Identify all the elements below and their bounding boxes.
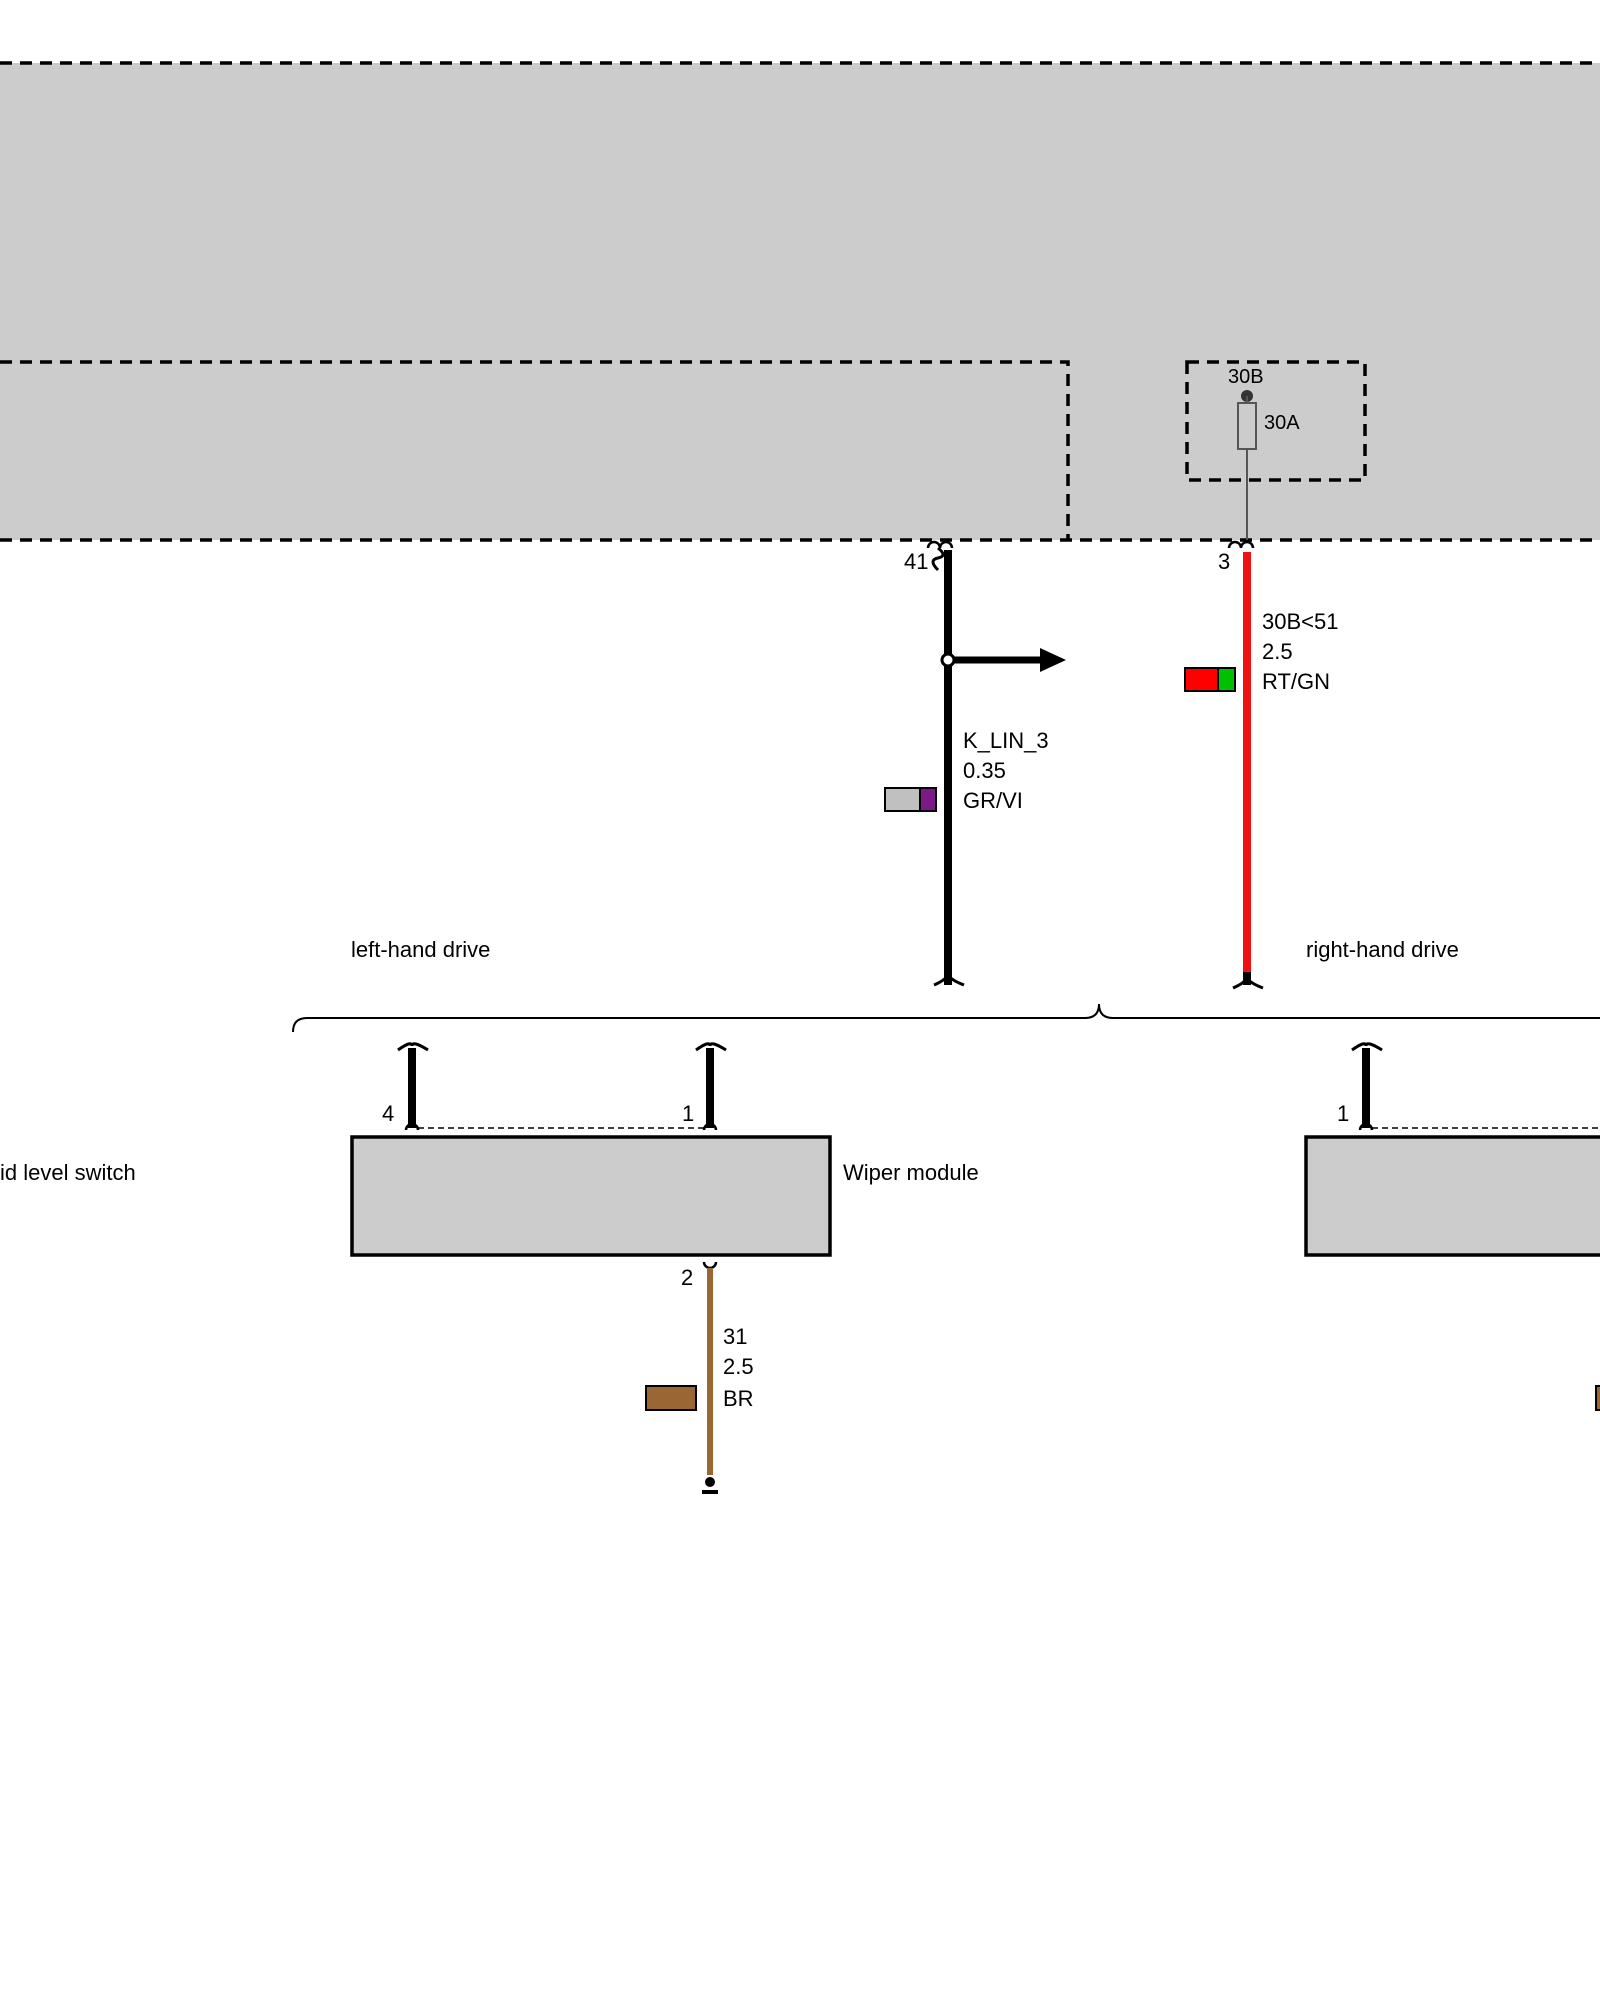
rhd-pin-1-label: 1	[1337, 1101, 1349, 1126]
pin-2-label: 2	[681, 1265, 693, 1290]
ground-signal-label: 31	[723, 1324, 747, 1349]
lin-signal-label: K_LIN_3	[963, 728, 1049, 753]
rhd-module-box	[1304, 1135, 1600, 1257]
lhd-pin-4-label: 4	[382, 1101, 394, 1126]
lhd-pin-1-connector-icon	[702, 1122, 718, 1131]
lin-wire-junction	[940, 652, 956, 668]
pin-3-connector-icon	[1227, 540, 1255, 549]
power-wire-end-icon	[1232, 975, 1264, 990]
pin-41-connector-icon	[931, 546, 945, 572]
rhd-pin-1-connector-icon	[1358, 1122, 1374, 1131]
lhd-pin-4-connector-icon	[404, 1122, 420, 1131]
rhd-pin-1-top-icon	[1351, 1042, 1383, 1052]
inner-submodule-border	[0, 360, 1070, 540]
power-gauge-label: 2.5	[1262, 639, 1293, 664]
ground-color-swatch	[645, 1385, 697, 1411]
wiper-module-label: Wiper module	[843, 1160, 979, 1185]
lhd-pin-1-label: 1	[682, 1101, 694, 1126]
fuse-rating-label: 30A	[1264, 412, 1300, 434]
variant-brace	[292, 1003, 1600, 1033]
power-signal-label: 30B<51	[1262, 609, 1338, 634]
lin-color-label: GR/VI	[963, 788, 1023, 813]
power-color-swatch-1	[1184, 667, 1219, 692]
pin-3-label: 3	[1218, 549, 1230, 574]
wiper-module-box	[350, 1135, 832, 1257]
lhd-pin-4-top-icon	[397, 1042, 429, 1052]
fluid-level-switch-label: id level switch	[0, 1160, 136, 1185]
right-hand-drive-label: right-hand drive	[1306, 937, 1459, 962]
lin-color-swatch-1	[884, 787, 921, 812]
fuse-terminal-label: 30B	[1228, 366, 1264, 388]
left-hand-drive-label: left-hand drive	[351, 937, 490, 962]
control-unit-housing	[0, 63, 1600, 540]
pin-41-connector-top	[926, 540, 954, 549]
lin-gauge-label: 0.35	[963, 758, 1006, 783]
lin-branch-arrow-icon	[1040, 648, 1066, 672]
lhd-pin-1-top-icon	[695, 1042, 727, 1052]
ground-color-label: BR	[723, 1386, 754, 1411]
power-color-swatch-2	[1217, 667, 1236, 692]
lin-color-swatch-2	[919, 787, 937, 812]
pin-2-connector-icon	[702, 1261, 718, 1270]
rhd-swatch-partial	[1595, 1385, 1600, 1411]
lin-wire-end-icon	[933, 972, 965, 987]
ground-point-dot	[705, 1477, 715, 1487]
ground-gauge-label: 2.5	[723, 1354, 754, 1379]
fuse-box	[1185, 360, 1367, 482]
pin-41-label: 41	[904, 549, 928, 574]
power-color-label: RT/GN	[1262, 669, 1330, 694]
